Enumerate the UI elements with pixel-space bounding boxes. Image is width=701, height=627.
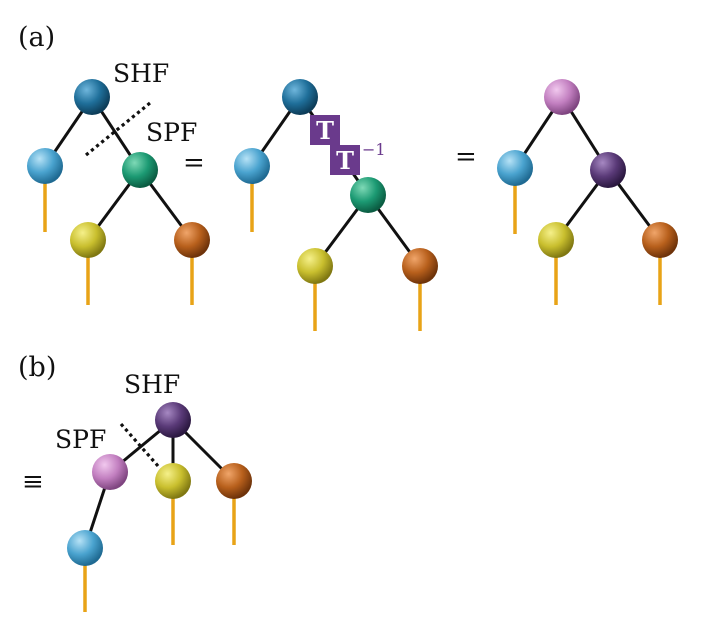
t-box-label: T: [316, 116, 334, 145]
t-inverse-box-label: T: [336, 146, 354, 175]
node-leaf-light-blue: [67, 530, 103, 566]
shf-label: SHF: [113, 59, 169, 88]
shf-label: SHF: [124, 370, 180, 399]
node-root-teal: [74, 79, 110, 115]
node-dark-purple: [590, 152, 626, 188]
node-leaf-yellow: [297, 248, 333, 284]
node-leaf-orange: [216, 463, 252, 499]
t-box: [310, 115, 340, 145]
equivalence-sign: ≡: [22, 467, 44, 497]
node-root-pink: [544, 79, 580, 115]
node-leaf-yellow: [70, 222, 106, 258]
node-leaf-yellow: [155, 463, 191, 499]
equals-sign: =: [183, 148, 205, 178]
node-pink: [92, 454, 128, 490]
spf-label: SPF: [146, 118, 197, 147]
node-green: [350, 177, 386, 213]
cut-line: [84, 101, 152, 157]
node-leaf-yellow: [538, 222, 574, 258]
node-leaf-light-blue: [234, 148, 270, 184]
tree-b: SHF SPF: [55, 370, 252, 612]
panel-b-label: (b): [18, 352, 56, 383]
node-leaf-orange: [174, 222, 210, 258]
t-inverse-box: [330, 145, 360, 175]
spf-label: SPF: [55, 425, 106, 454]
node-leaf-orange: [642, 222, 678, 258]
inverse-exponent: −1: [362, 140, 386, 159]
node-green: [122, 152, 158, 188]
tree-a3: [497, 79, 678, 305]
equals-sign: =: [455, 142, 477, 172]
node-leaf-light-blue: [497, 150, 533, 186]
tree-a2: T T −1: [234, 79, 438, 331]
node-leaf-orange: [402, 248, 438, 284]
node-leaf-light-blue: [27, 148, 63, 184]
cut-line: [119, 422, 160, 468]
panel-a-label: (a): [18, 22, 55, 53]
node-root-dark-purple: [155, 402, 191, 438]
tree-a1: SHF SPF: [27, 59, 210, 305]
node-root-teal: [282, 79, 318, 115]
